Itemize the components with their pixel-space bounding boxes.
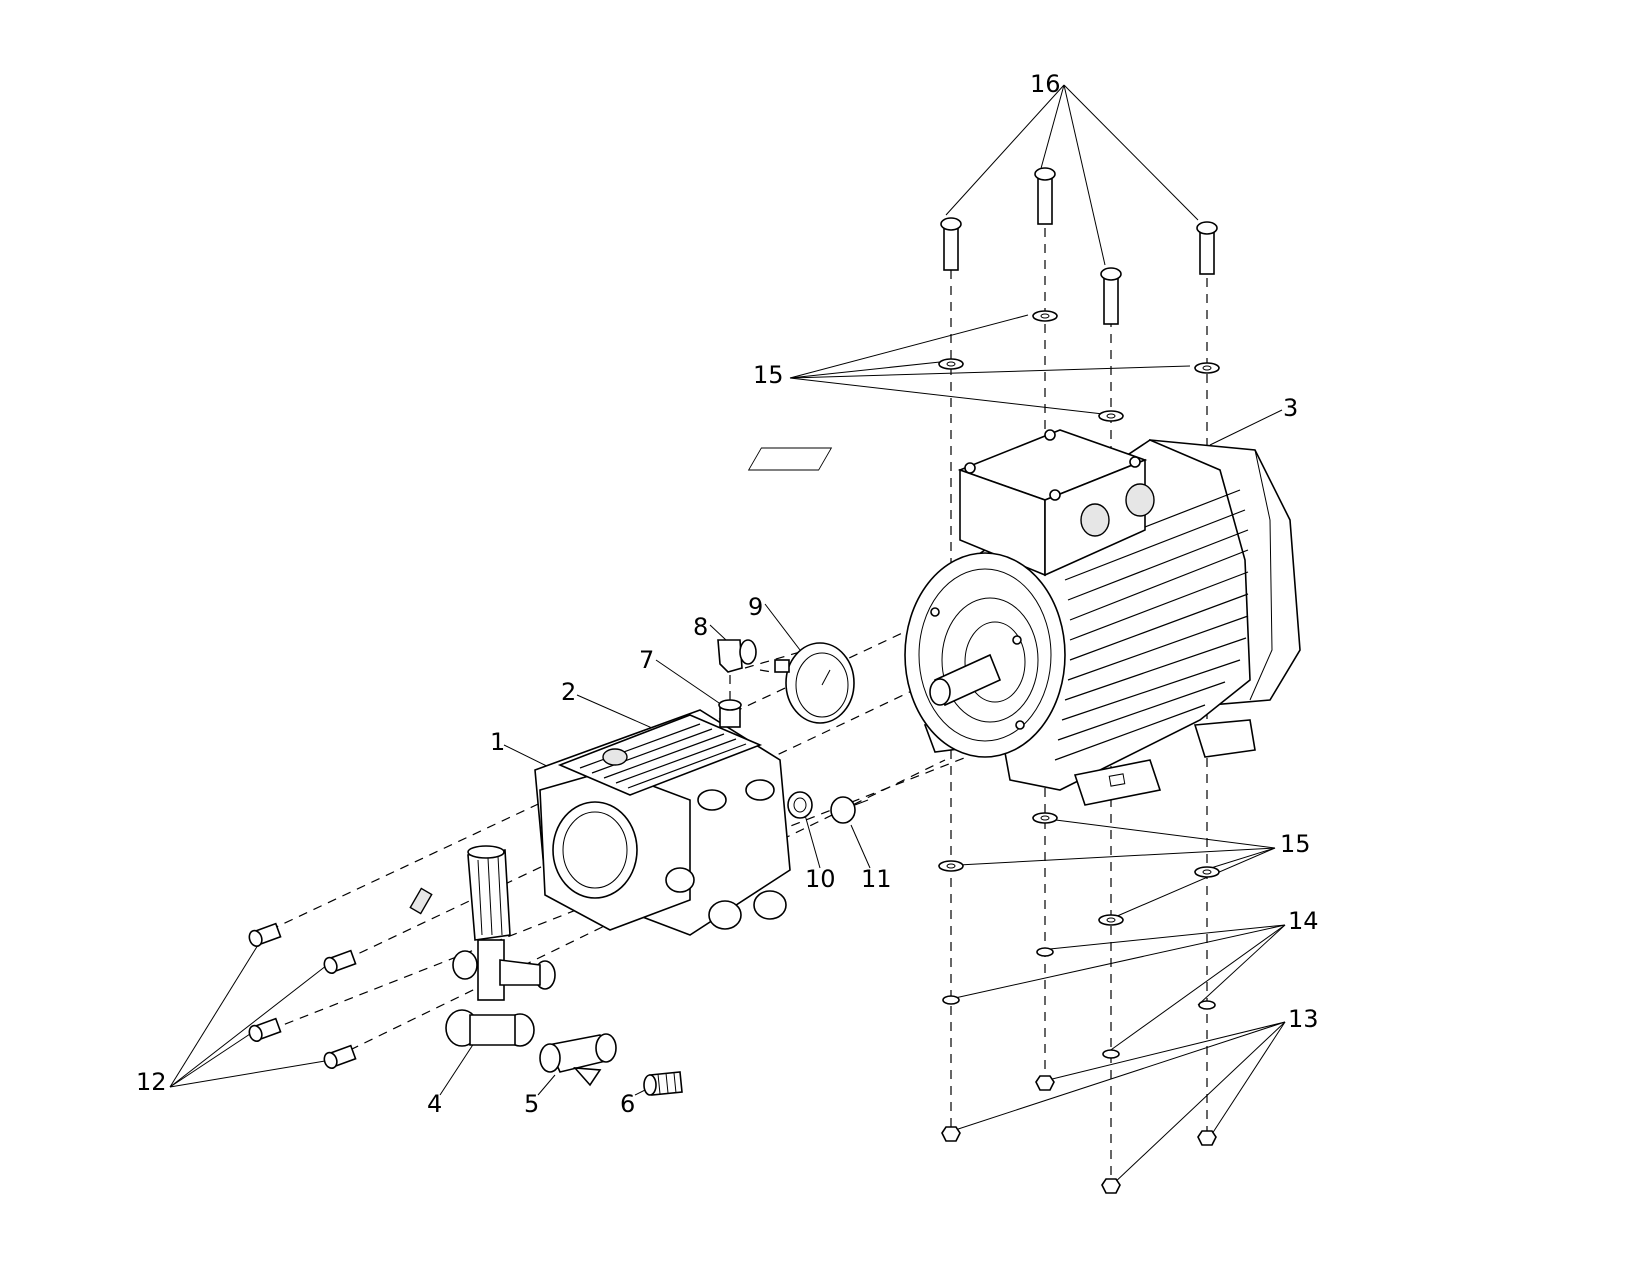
callout-9: 9 <box>748 593 763 621</box>
callout-12: 12 <box>136 1068 167 1096</box>
washers-lower-15 <box>938 812 1220 926</box>
callout-3: 3 <box>1283 394 1298 422</box>
callout-14: 14 <box>1288 907 1319 935</box>
bolt-group-16 <box>940 167 1218 325</box>
elbow-fitting-8 <box>717 639 757 673</box>
callout-7: 7 <box>639 646 654 674</box>
cooling-fins <box>1054 489 1249 761</box>
bolt <box>940 217 962 271</box>
leader-lines <box>169 84 1286 1186</box>
bolt <box>1100 267 1122 325</box>
callout-16: 16 <box>1030 70 1061 98</box>
pressure-gauge-9 <box>774 642 855 724</box>
callout-13: 13 <box>1288 1005 1319 1033</box>
bolt <box>1196 221 1218 275</box>
screws-12 <box>248 922 357 1070</box>
spring-washers-14 <box>942 947 1216 1059</box>
fitting-nipple-7 <box>718 699 742 728</box>
bolt <box>1034 167 1056 225</box>
callout-4: 4 <box>427 1090 442 1118</box>
washers-upper-15 <box>938 310 1220 422</box>
callout-5: 5 <box>524 1090 539 1118</box>
callout-labels: 1 2 3 4 5 6 7 8 9 10 11 12 13 14 15 15 1… <box>136 70 1319 1118</box>
nuts-13 <box>941 1075 1217 1194</box>
strainer-5 <box>539 1033 617 1087</box>
callout-1: 1 <box>490 728 505 756</box>
callout-10: 10 <box>805 865 836 893</box>
callout-6: 6 <box>620 1090 635 1118</box>
unloader-valve-4 <box>409 845 556 1047</box>
electric-motor <box>747 429 1301 806</box>
callout-11: 11 <box>861 865 892 893</box>
callout-15-lower: 15 <box>1280 830 1311 858</box>
seal-ring-10 <box>787 791 813 819</box>
pump-assembly <box>534 709 791 936</box>
callout-8: 8 <box>693 613 708 641</box>
callout-2: 2 <box>561 678 576 706</box>
hose-connector-6 <box>643 1071 683 1096</box>
plug-11 <box>830 796 869 824</box>
pump-cover-fins <box>579 723 747 789</box>
unloader-knob-grip <box>477 855 503 936</box>
callout-15-upper: 15 <box>753 361 784 389</box>
